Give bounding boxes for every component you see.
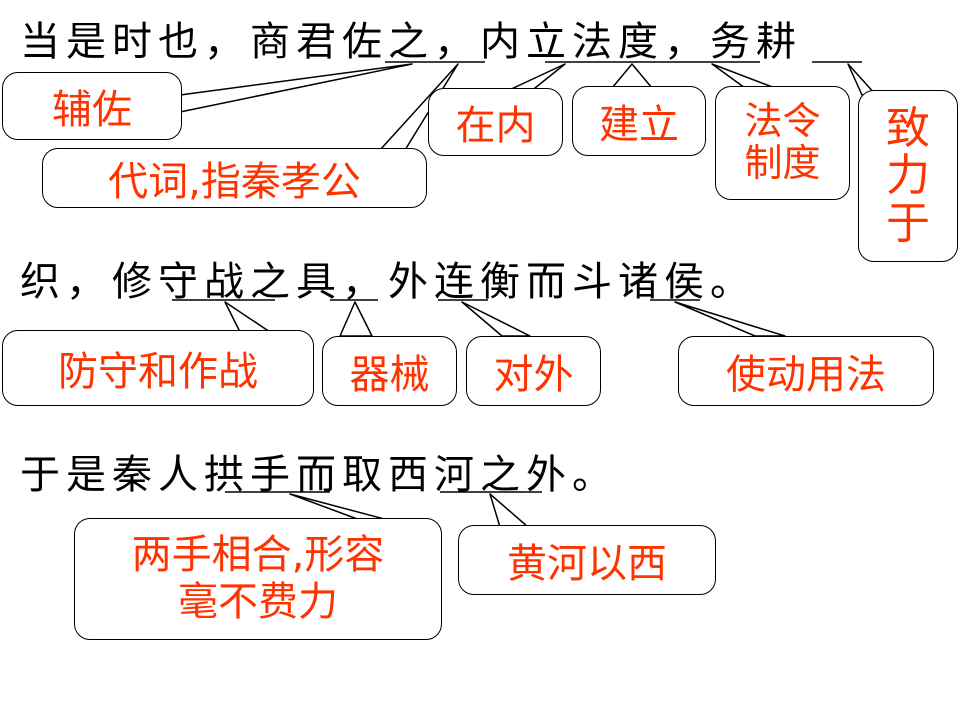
- annotation-qixie: 器械: [322, 336, 457, 406]
- annotation-huanghe: 黄河以西: [458, 525, 716, 595]
- text-line-2: 织，修守战之具，外连衡而斗诸侯。: [20, 259, 756, 305]
- pointer-duiwai: [461, 301, 531, 337]
- annotation-daici: 代词,指秦孝公: [42, 148, 427, 208]
- pointer-fuzuo: [179, 63, 413, 113]
- annotation-jianli: 建立: [572, 86, 706, 156]
- pointer-qixie: [339, 301, 373, 337]
- annotation-duiwai: 对外: [466, 336, 601, 406]
- annotation-zainei: 在内: [428, 88, 563, 156]
- annotation-gongshou: 两手相合,形容毫不费力: [74, 518, 442, 640]
- text-line-3: 于是秦人拱手而取西河之外。: [20, 452, 618, 498]
- text-line-1: 当是时也，商君佐之，内立法度，务耕: [20, 19, 802, 65]
- annotation-fangshou: 防守和作战: [2, 330, 314, 406]
- pointer-huanghe: [489, 493, 529, 528]
- annotation-shidong: 使动用法: [678, 336, 934, 406]
- pointer-jianli: [611, 63, 653, 89]
- pointer-fangshou: [224, 301, 271, 333]
- annotation-faling: 法令制度: [715, 86, 850, 200]
- annotation-zhili: 致力于: [858, 90, 958, 262]
- pointer-gongshou: [289, 493, 389, 521]
- pointer-faling: [711, 63, 776, 89]
- pointer-shidong: [674, 301, 786, 337]
- annotation-fuzuo: 辅佐: [2, 72, 182, 140]
